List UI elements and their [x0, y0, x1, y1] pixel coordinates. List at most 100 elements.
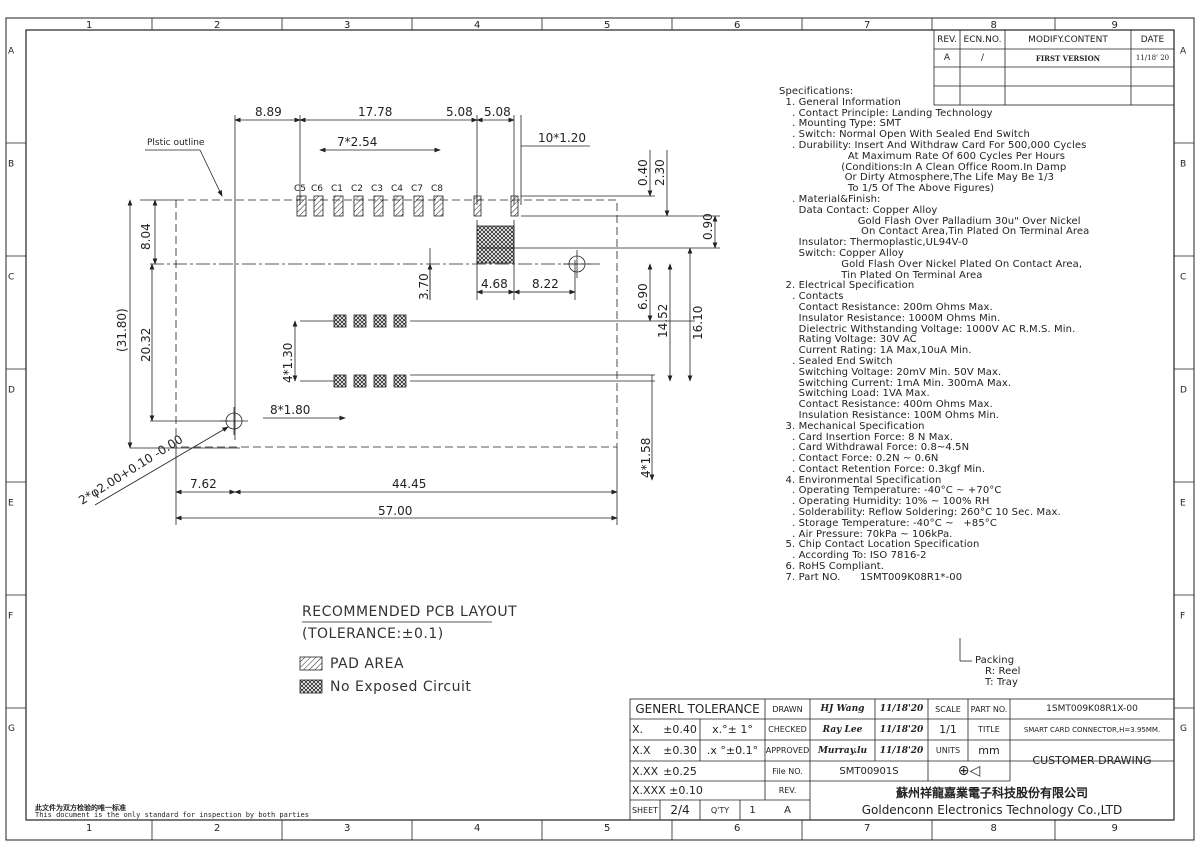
spec-line: Insulation Resistance: 100M Ohms Min.: [779, 409, 1000, 421]
dim-17-78: 17.78: [358, 105, 392, 119]
no-exposed-circuit-swatch: [299, 679, 323, 694]
no-exposed-circuit-square: [333, 314, 347, 328]
dim-5-08-b: 5.08: [484, 105, 511, 119]
no-exposed-circuit-square: [353, 314, 367, 328]
switch-pad: [473, 195, 482, 217]
contact-pad: [333, 195, 344, 217]
column-label: 1: [86, 20, 92, 31]
title-block-grid: [629, 698, 1175, 821]
row-label: D: [1180, 386, 1187, 396]
projection-icon: ⊕◁: [957, 763, 981, 779]
dim-7x2-54: 7*2.54: [337, 135, 377, 149]
contact-label: C8: [431, 184, 443, 194]
spec-line: 1. General Information: [779, 96, 901, 108]
modify-header: MODIFY.CONTENT: [1028, 34, 1108, 45]
spec-line: Contact Resistance: 400m Ohms Max.: [779, 399, 993, 411]
spec-line: 5. Chip Contact Location Specification: [779, 539, 980, 551]
column-label: 7: [864, 823, 870, 834]
dim-2-30: 2.30: [653, 159, 667, 186]
spec-line: Specifications:: [779, 86, 854, 97]
spec-line: Gold Flash Over Nickel Plated On Contact…: [779, 258, 1083, 270]
spec-line: . Contact Force: 0.2N ~ 0.6N: [779, 453, 939, 465]
plastic-outline-label: Plstic outline: [147, 138, 205, 148]
contact-pad: [433, 195, 444, 217]
contact-label: C6: [311, 184, 323, 194]
spec-line: . Sealed End Switch: [779, 355, 893, 367]
dim-7-62: 7.62: [190, 477, 217, 491]
switch-pad: [510, 195, 519, 217]
drawn-date: 11/18'20: [879, 704, 924, 714]
packing-reel: R: Reel: [985, 665, 1021, 677]
spec-line: Dielectric Withstanding Voltage: 1000V A…: [779, 323, 1076, 335]
dim-4x1-30: 4*1.30: [281, 343, 295, 383]
contact-pad: [313, 195, 324, 217]
spec-line: Insulator Resistance: 1000M Ohms Min.: [779, 312, 1001, 324]
drawn-label: DRAWN: [772, 704, 803, 714]
tol-x-b: ±0.40: [663, 723, 697, 736]
column-label: 9: [1112, 20, 1118, 31]
spec-line: . Operating Humidity: 10% ~ 100% RH: [779, 496, 990, 508]
rev-header: REV.: [937, 34, 957, 45]
contact-label: C5: [294, 184, 306, 194]
rev-value: A: [943, 53, 951, 63]
date-value: 11/18' 20: [1135, 54, 1170, 62]
contact-pad: [296, 195, 307, 217]
footer-note-en: This document is the only standard for i…: [35, 811, 309, 819]
contact-pad: [353, 195, 364, 217]
company-name-en: Goldenconn Electronics Technology Co.,LT…: [861, 803, 1123, 817]
dim-8x1-80: 8*1.80: [270, 403, 310, 417]
column-label: 6: [734, 823, 740, 834]
row-label: B: [8, 160, 14, 170]
company-name-cn: 蘇州祥龍嘉業電子科技股份有限公司: [895, 785, 1088, 800]
checked-name: Ray Lee: [822, 724, 863, 735]
spec-line: Switching Current: 1mA Min. 300mA Max.: [779, 377, 1012, 389]
spec-line: . Solderability: Reflow Soldering: 260°C…: [779, 507, 1061, 519]
legend-tolerance: (TOLERANCE:±0.1): [302, 626, 444, 642]
dimension-lines: [94, 117, 718, 521]
dim-16-10: 16.10: [691, 306, 705, 340]
switch-area: [476, 225, 515, 264]
approved-name: Murray.lu: [817, 745, 868, 756]
spec-line: Switch: Copper Alloy: [779, 247, 904, 259]
tol-xxxx-b: ±0.10: [669, 784, 703, 797]
row-label: C: [1180, 273, 1186, 283]
no-exposed-circuit-pads: [333, 314, 407, 388]
pad-area-swatch: [299, 656, 323, 671]
packing-label: Packing: [975, 655, 1015, 666]
outer-border: [5, 17, 1195, 841]
footer-note-cn: 此文件为双方检验的唯一标准: [35, 804, 126, 812]
column-label: 2: [214, 20, 220, 31]
column-label: 2: [214, 823, 220, 834]
spec-line: . Operating Temperature: -40°C ~ +70°C: [779, 485, 1002, 497]
border-grid: [6, 18, 1194, 840]
approved-date: 11/18'20: [879, 745, 924, 756]
contact-label: C4: [391, 184, 403, 194]
packing-block: Packing R: Reel T: Tray: [975, 655, 1065, 688]
row-label: D: [8, 386, 15, 396]
ecn-header: ECN.NO.: [963, 34, 1002, 45]
spec-line: . Storage Temperature: -40°C ~ +85°C: [779, 517, 997, 529]
dim-0-90: 0.90: [701, 213, 715, 240]
column-label: 6: [734, 20, 740, 31]
scale-value: 1/1: [939, 723, 957, 736]
spec-line: At Maximum Rate Of 600 Cycles Per Hours: [779, 150, 1066, 162]
tol-xxx-a: X.XX: [632, 764, 659, 778]
dim-hole: 2*φ2.00+0.10 -0.00: [76, 432, 185, 507]
spec-line: . According To: ISO 7816-2: [779, 550, 927, 562]
qty-label: Q'TY: [710, 805, 730, 815]
contact-label: C7: [411, 184, 423, 194]
spec-line: To 1/5 Of The Above Figures): [779, 183, 995, 195]
spec-line: 7. Part NO. 1SMT009K08R1*-00: [779, 571, 963, 583]
title-label: TITLE: [978, 725, 1000, 734]
dim-44-45: 44.45: [392, 477, 426, 491]
column-label: 1: [86, 823, 92, 834]
spec-line: Or Dirty Atmosphere,The Life May Be 1/3: [779, 172, 1055, 184]
dim-4x1-58: 4*1.58: [639, 438, 653, 478]
contact-label: C3: [371, 184, 383, 194]
spec-line: Switching Load: 1VA Max.: [779, 388, 930, 400]
spec-line: . Switch: Normal Open With Sealed End Sw…: [779, 129, 1030, 141]
spec-line: Rating Voltage: 30V AC: [779, 334, 917, 346]
dimension-labels: 8.89 17.78 5.08 5.08 7*2.54 10*1.20 3.70…: [76, 105, 715, 518]
